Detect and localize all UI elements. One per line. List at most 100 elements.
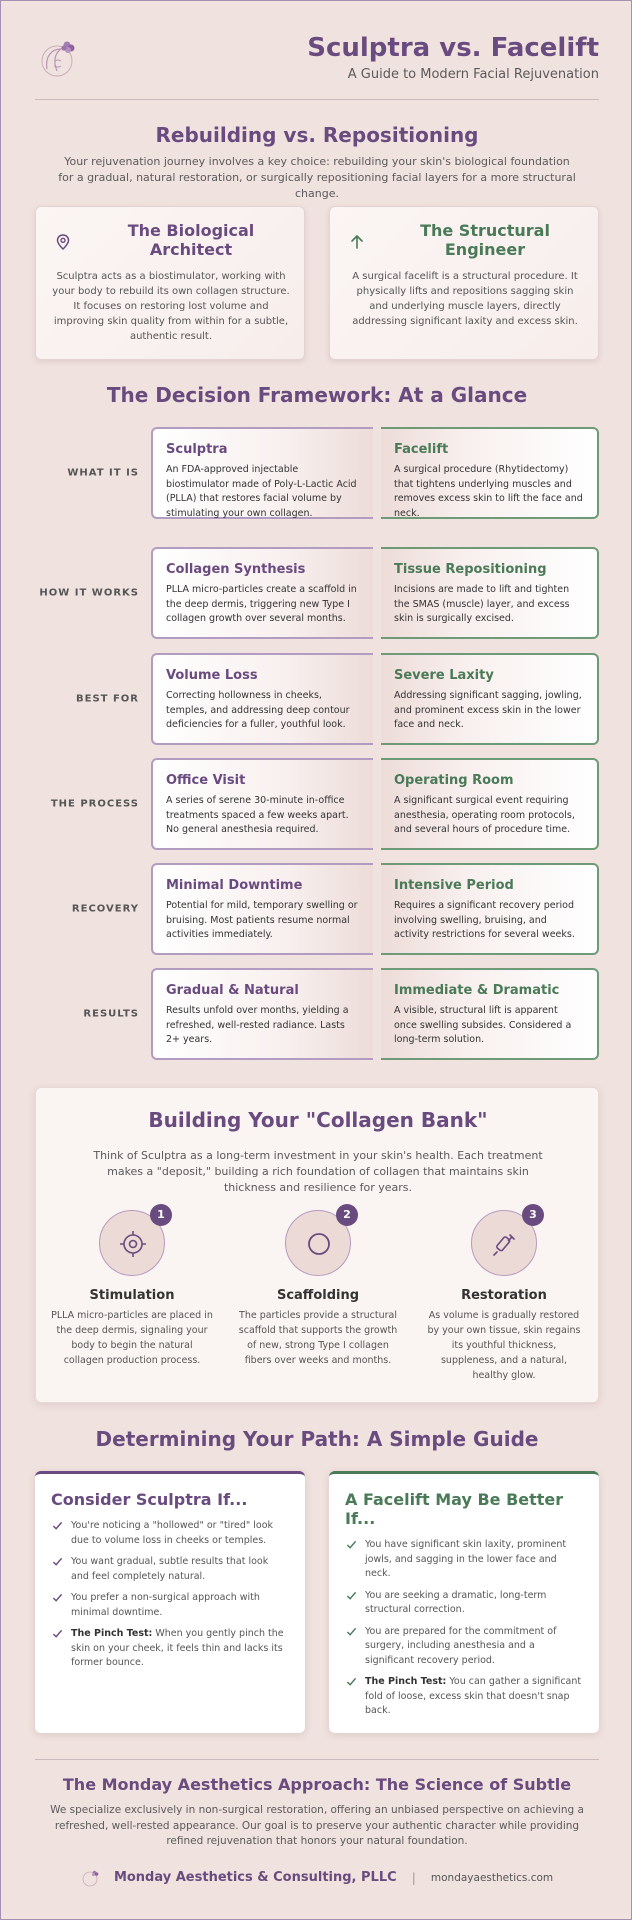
facelift-cell: Severe Laxity Addressing significant sag… (381, 653, 599, 745)
list-item: You want gradual, subtle results that lo… (51, 1555, 289, 1584)
facelift-cell: Facelift A surgical procedure (Rhytidect… (381, 427, 599, 519)
cell-body: A series of serene 30-minute in-office t… (166, 795, 349, 835)
framework-heading: The Decision Framework: At a Glance (106, 383, 528, 407)
pinch-test-label: The Pinch Test: (71, 1628, 153, 1639)
separator: | (411, 1870, 416, 1885)
path-heading: Determining Your Path: A Simple Guide (95, 1427, 539, 1451)
facelift-cell: Intensive Period Requires a significant … (381, 863, 599, 955)
cell-body: Addressing significant sagging, jowling,… (394, 690, 582, 730)
check-icon (346, 1591, 357, 1600)
item-text: You prefer a non-surgical approach with … (71, 1592, 260, 1618)
cell-title: Intensive Period (394, 878, 514, 893)
framework-row-results: RESULTS Gradual & Natural Results unfold… (35, 968, 599, 1060)
divider (35, 99, 599, 100)
cell-body: Incisions are made to lift and tighten t… (394, 584, 570, 624)
row-label: RESULTS (83, 1008, 139, 1020)
list-item: The Pinch Test: You can gather a signifi… (345, 1675, 583, 1719)
face-logo-icon (82, 1870, 99, 1886)
check-icon (52, 1557, 63, 1566)
website-link[interactable]: mondayaesthetics.com (430, 1871, 554, 1884)
check-icon (346, 1540, 357, 1549)
sculptra-cell: Minimal Downtime Potential for mild, tem… (151, 863, 373, 955)
row-label: HOW IT WORKS (39, 587, 139, 599)
step-number-badge: 2 (336, 1204, 358, 1226)
item-text: You are seeking a dramatic, long-term st… (365, 1589, 547, 1616)
card-body: A surgical facelift is a structural proc… (352, 271, 578, 327)
cell-title: Gradual & Natural (166, 983, 299, 998)
check-icon (52, 1629, 63, 1638)
framework-row-process: THE PROCESS Office Visit A series of ser… (35, 758, 599, 850)
check-icon (346, 1677, 357, 1686)
intro-heading: Rebuilding vs. Repositioning (155, 123, 479, 147)
cell-body: A significant surgical event requiring a… (394, 795, 575, 835)
step-title: Restoration (461, 1288, 547, 1303)
step-body: PLLA micro-particles are placed in the d… (51, 1310, 213, 1366)
cell-title: Collagen Synthesis (166, 562, 306, 577)
check-icon (52, 1521, 63, 1530)
list-item: The Pinch Test: When you gently pinch th… (51, 1627, 289, 1671)
framework-row-what: WHAT IT IS Sculptra An FDA-approved inje… (35, 427, 599, 519)
location-pin-icon (56, 234, 70, 251)
guide-list: You're noticing a "hollowed" or "tired" … (51, 1519, 289, 1671)
framework-row-how: HOW IT WORKS Collagen Synthesis PLLA mic… (35, 547, 599, 639)
guide-title: Consider Sculptra If... (51, 1490, 248, 1509)
cell-title: Tissue Repositioning (394, 562, 547, 577)
row-label: THE PROCESS (50, 798, 139, 810)
row-label: WHAT IT IS (67, 467, 139, 479)
sculptra-cell: Sculptra An FDA-approved injectable bios… (151, 427, 373, 519)
step-body: The particles provide a structural scaff… (238, 1310, 398, 1366)
cell-body: Potential for mild, temporary swelling o… (166, 900, 358, 940)
list-item: You're noticing a "hollowed" or "tired" … (51, 1519, 289, 1548)
row-label: RECOVERY (71, 903, 139, 915)
cell-body: An FDA-approved injectable biostimulator… (166, 464, 357, 519)
cell-title: Immediate & Dramatic (394, 983, 560, 998)
company-name: Monday Aesthetics & Consulting, PLLC (113, 1870, 397, 1885)
check-icon (52, 1593, 63, 1602)
item-text: When you gently pinch the skin on your c… (71, 1628, 284, 1668)
cell-body: A visible, structural lift is apparent o… (394, 1005, 572, 1045)
cell-body: A surgical procedure (Rhytidectomy) that… (394, 464, 583, 519)
step-number-badge: 1 (150, 1204, 172, 1226)
cell-body: PLLA micro-particles create a scaffold i… (166, 584, 357, 624)
guide-list: You have significant skin laxity, promin… (345, 1538, 583, 1719)
sculptra-cell: Collagen Synthesis PLLA micro-particles … (151, 547, 373, 639)
list-item: You are prepared for the commitment of s… (345, 1625, 583, 1669)
structural-engineer-card: The Structural Engineer A surgical facel… (329, 206, 599, 360)
cell-title: Operating Room (394, 773, 514, 788)
pinch-test-label: The Pinch Test: (365, 1676, 447, 1687)
facelift-cell: Immediate & Dramatic A visible, structur… (381, 968, 599, 1060)
cell-title: Sculptra (166, 442, 228, 457)
step-title: Stimulation (89, 1288, 175, 1303)
collagen-bank-panel: Building Your "Collagen Bank" Think of S… (35, 1087, 599, 1403)
cell-title: Severe Laxity (394, 668, 494, 683)
list-item: You are seeking a dramatic, long-term st… (345, 1589, 583, 1618)
step-title: Scaffolding (276, 1288, 360, 1303)
item-text: You're noticing a "hollowed" or "tired" … (71, 1520, 274, 1546)
footer-title: The Monday Aesthetics Approach: The Scie… (62, 1775, 572, 1794)
facelift-cell: Operating Room A significant surgical ev… (381, 758, 599, 850)
bank-heading: Building Your "Collagen Bank" (148, 1108, 488, 1132)
list-item: You have significant skin laxity, promin… (345, 1538, 583, 1582)
row-label: BEST FOR (76, 693, 139, 705)
cell-body: Correcting hollowness in cheeks, temples… (166, 690, 350, 730)
card-title: The Structural Engineer (420, 221, 550, 259)
page-subtitle: A Guide to Modern Facial Rejuvenation (347, 67, 599, 82)
cell-title: Facelift (394, 442, 449, 457)
arrow-up-icon (351, 235, 363, 249)
facelift-guide-card: A Facelift May Be Better If... You have … (329, 1471, 599, 1733)
syringe-icon (493, 1234, 515, 1256)
item-text: You want gradual, subtle results that lo… (71, 1556, 269, 1582)
sculptra-cell: Office Visit A series of serene 30-minut… (151, 758, 373, 850)
intro-lead: Your rejuvenation journey involves a key… (58, 155, 576, 200)
card-body: Sculptra acts as a biostimulator, workin… (52, 271, 290, 342)
sculptra-cell: Gradual & Natural Results unfold over mo… (151, 968, 373, 1060)
item-text: You are prepared for the commitment of s… (365, 1625, 557, 1666)
page-title: Sculptra vs. Facelift (307, 33, 599, 63)
item-text: You have significant skin laxity, promin… (365, 1539, 567, 1579)
sculptra-guide-card: Consider Sculptra If... You're noticing … (35, 1471, 305, 1733)
divider (35, 1759, 599, 1760)
card-title: The Biological Architect (127, 221, 255, 259)
framework-row-recovery: RECOVERY Minimal Downtime Potential for … (35, 863, 599, 955)
bank-lead: Think of Sculptra as a long-term investm… (93, 1149, 543, 1194)
